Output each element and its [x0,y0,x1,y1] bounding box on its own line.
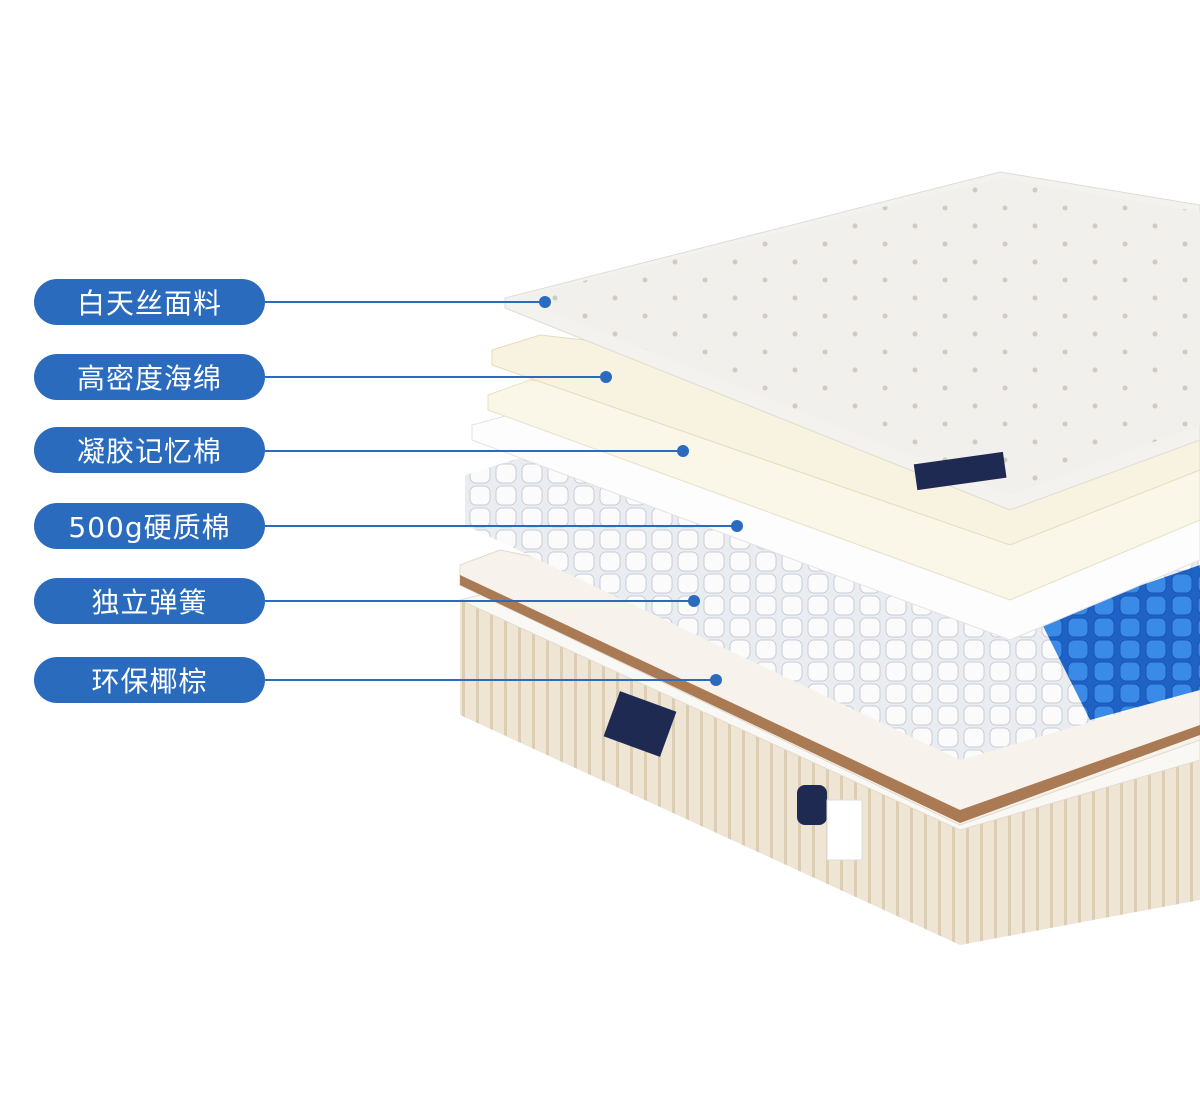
callout-line [265,525,737,527]
callout-line [265,301,545,303]
brand-label [913,451,1007,491]
callout-dot [710,674,722,686]
callout-dot [688,595,700,607]
layer-label-springs: 独立弹簧 [34,578,265,624]
layer-label-gel-memory: 凝胶记忆棉 [34,427,265,473]
callout-dot [539,296,551,308]
layer-label-coir: 环保椰棕 [34,657,265,703]
callout-line [265,376,606,378]
callout-dot [731,520,743,532]
layer-label-top-fabric: 白天丝面料 [34,279,265,325]
callout-line [265,450,683,452]
layer-label-hard-cotton: 500g硬质棉 [34,503,265,549]
side-label [603,691,677,757]
gel-memory-layer [487,379,1200,601]
callout-line [265,600,694,602]
layer-label-sponge: 高密度海绵 [34,354,265,400]
callout-dot [677,445,689,457]
callout-line [265,679,716,681]
callout-dot [600,371,612,383]
